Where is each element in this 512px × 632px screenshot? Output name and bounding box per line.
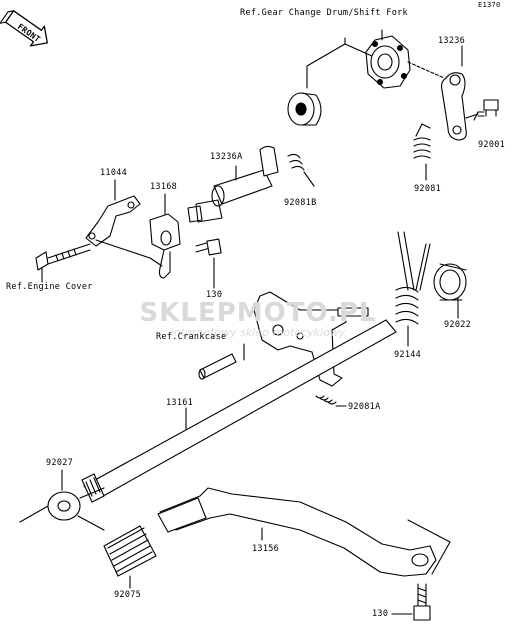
spring-92081A <box>315 395 347 407</box>
label-92081B: 92081B <box>284 198 317 208</box>
front-arrow-icon <box>0 10 48 47</box>
spring-92081B <box>287 153 315 187</box>
bolt-130-lower <box>413 583 431 621</box>
bolt-92001 <box>465 99 499 121</box>
positioning-lever <box>440 72 467 141</box>
lever-13168 <box>149 213 181 279</box>
diagram-code: E1370 <box>478 1 501 9</box>
label-13156: 13156 <box>252 544 280 554</box>
spring-92081 <box>413 123 431 159</box>
shift-drum-bearing <box>287 92 322 126</box>
label-92075: 92075 <box>114 590 142 600</box>
shift-arm-13236A <box>187 145 279 223</box>
label-13168: 13168 <box>150 182 178 192</box>
label-92027: 92027 <box>46 458 74 468</box>
shift-shaft-13161 <box>81 319 397 503</box>
label-ref-gear-change: Ref.Gear Change Drum/Shift Fork <box>240 8 408 18</box>
label-13236: 13236 <box>438 36 466 46</box>
label-92081A: 92081A <box>348 402 381 412</box>
label-92022: 92022 <box>444 320 472 330</box>
washer-92022 <box>433 263 467 301</box>
label-13161: 13161 <box>166 398 194 408</box>
shift-pedal-13156 <box>157 487 451 577</box>
bolt-engine-cover <box>35 243 91 271</box>
label-130-upper: 130 <box>206 290 223 300</box>
spring-92144 <box>395 231 431 325</box>
label-92081: 92081 <box>414 184 442 194</box>
shift-drum-cam <box>365 29 411 89</box>
label-92001: 92001 <box>478 140 506 150</box>
label-ref-engine-cover: Ref.Engine Cover <box>6 282 93 292</box>
label-ref-crankcase: Ref.Crankcase <box>156 332 227 342</box>
leader-ref-gear <box>306 37 346 89</box>
label-92144: 92144 <box>394 350 422 360</box>
bracket-11044 <box>85 195 141 247</box>
label-130-lower: 130 <box>372 609 389 619</box>
crankcase-pin <box>198 353 237 380</box>
bolt-130-upper <box>195 238 222 256</box>
washer-92027 <box>19 487 105 531</box>
label-13236A: 13236A <box>210 152 243 162</box>
label-11044: 11044 <box>100 168 128 178</box>
pedal-rubber-92075 <box>103 525 157 577</box>
